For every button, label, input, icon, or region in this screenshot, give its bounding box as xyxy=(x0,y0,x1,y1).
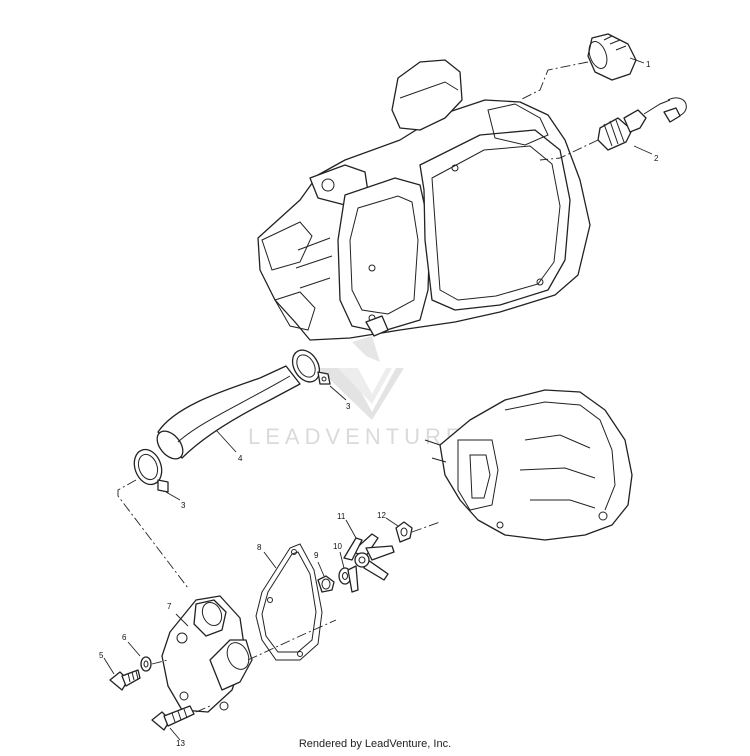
callout-3-upper: 3 xyxy=(346,402,351,411)
watermark-v-inner-icon xyxy=(338,368,392,404)
watermark-text: LEADVENTURE xyxy=(248,424,466,449)
callout-9: 9 xyxy=(314,551,319,560)
callout-10: 10 xyxy=(333,542,342,551)
callout-5: 5 xyxy=(99,651,104,660)
callout-7: 7 xyxy=(167,602,172,611)
part-8-gasket xyxy=(255,543,323,661)
cylinder-head-assembly xyxy=(257,59,591,341)
part-7-water-pump-cover xyxy=(161,595,337,713)
callout-6: 6 xyxy=(122,633,127,642)
leadventure-watermark: LEADVENTURE xyxy=(248,336,466,449)
callout-1: 1 xyxy=(646,60,651,69)
part-6-washer xyxy=(127,641,169,672)
part-3-hose-clamp-lower xyxy=(117,448,189,589)
callout-11: 11 xyxy=(337,512,346,521)
part-11-impeller xyxy=(343,519,395,593)
part-4-coolant-hose xyxy=(156,365,301,460)
part-9-seal xyxy=(317,561,335,593)
part-1-cap xyxy=(519,33,645,101)
crankcase-section xyxy=(424,389,633,541)
part-13-bolt xyxy=(151,705,211,741)
callout-8: 8 xyxy=(257,543,262,552)
part-3-hose-clamp-upper xyxy=(291,349,347,401)
callout-2: 2 xyxy=(654,154,659,163)
callout-3-lower: 3 xyxy=(181,501,186,510)
footer-credit: Rendered by LeadVenture, Inc. xyxy=(298,738,452,750)
watermark-flame-icon xyxy=(352,336,380,362)
callout-13: 13 xyxy=(176,739,185,748)
part-12-nut xyxy=(385,517,441,543)
part-2-temperature-sensor xyxy=(539,97,687,161)
part-5-bolt xyxy=(103,657,141,691)
callout-12: 12 xyxy=(377,511,386,520)
callout-4: 4 xyxy=(238,454,243,463)
watermark-v-icon xyxy=(318,368,404,420)
